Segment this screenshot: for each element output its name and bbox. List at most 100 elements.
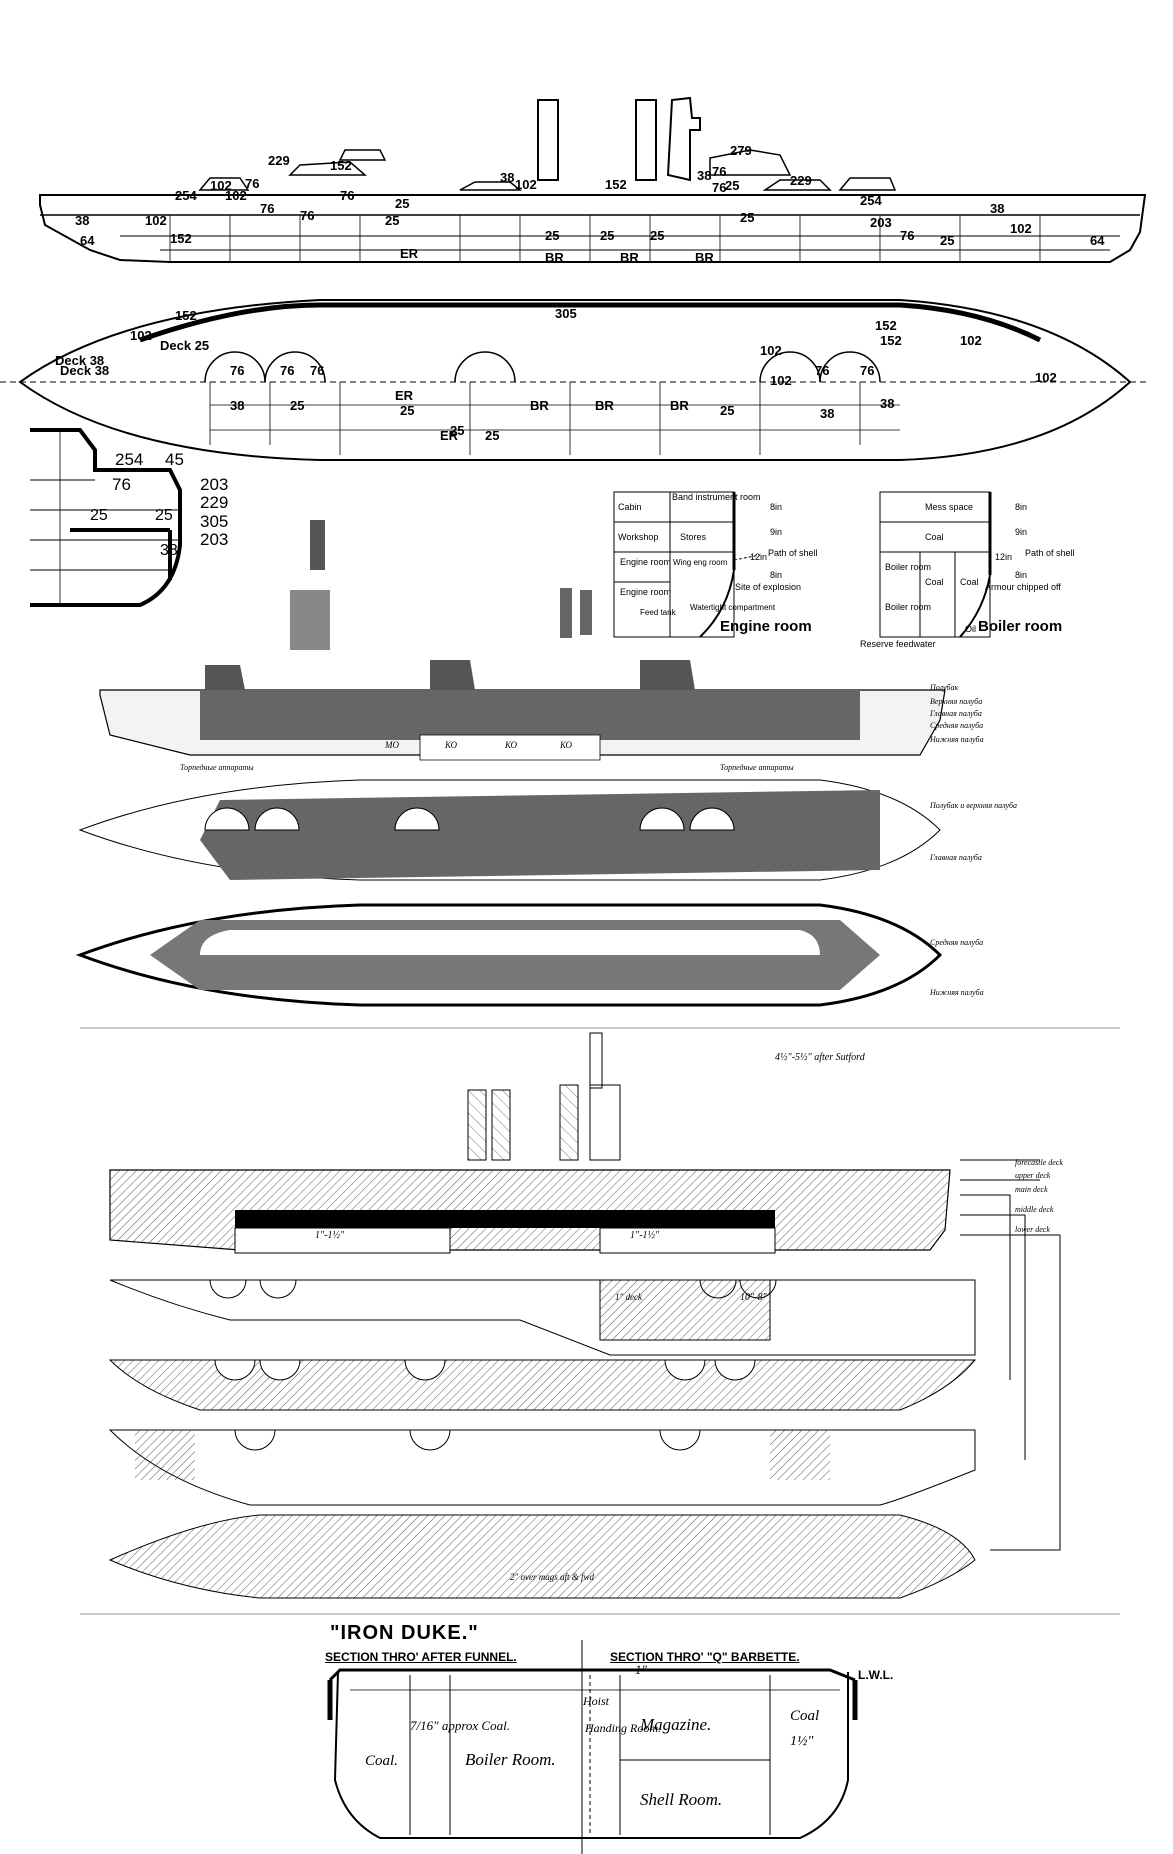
engine-section-label: 8in xyxy=(770,570,782,580)
profile-armour-label: 203 xyxy=(870,215,892,230)
boiler-section-label: Boiler room xyxy=(885,602,931,612)
plan-armour-label: BR xyxy=(530,398,549,413)
plan-armour-label: 76 xyxy=(860,363,874,378)
iron-duke-room-label: Boiler Room. xyxy=(465,1750,556,1769)
engine-section-label: 9in xyxy=(770,527,782,537)
panel1-profile xyxy=(39,96,1147,263)
russian-deck-label: КО xyxy=(559,740,573,750)
engine-room-title: Engine room xyxy=(720,618,812,635)
profile-armour-label: ER xyxy=(400,246,419,261)
panel1-plan xyxy=(0,299,1150,461)
profile-armour-label: 102 xyxy=(225,188,247,203)
engine-section-label: 8in xyxy=(770,502,782,512)
profile-armour-label: 102 xyxy=(1010,221,1032,236)
boiler-section-label: Boiler room xyxy=(885,562,931,572)
profile-armour-label: 152 xyxy=(605,177,627,192)
engine-section-label: Wing eng room xyxy=(673,558,728,567)
boiler-section-label: Coal xyxy=(925,577,944,587)
profile-armour-label: 229 xyxy=(268,153,290,168)
plan-armour-label: BR xyxy=(595,398,614,413)
panel5-leader-lines xyxy=(960,1159,1061,1551)
engine-section-label: Band instrument room xyxy=(672,492,761,502)
plan-armour-label: Deck 25 xyxy=(160,338,209,353)
boiler-section-label: Armour chipped off xyxy=(985,582,1061,592)
profile-armour-label: 25 xyxy=(725,178,739,193)
armour-note-label: 4½"-5½" after Sutford xyxy=(775,1052,866,1063)
profile-armour-label: 38 xyxy=(697,168,711,183)
profile-armour-label: 152 xyxy=(330,158,352,173)
boiler-section-label: Path of shell xyxy=(1025,548,1075,558)
iron-duke-room-label: Coal. xyxy=(365,1753,398,1769)
plan-armour-label: 25 xyxy=(290,398,304,413)
plan-armour-label: BR xyxy=(670,398,689,413)
panel2-cross-section xyxy=(30,428,182,607)
engine-section-label: Feed tank xyxy=(640,608,677,617)
armour-note-label: lower deck xyxy=(1015,1225,1050,1234)
profile-armour-label: 64 xyxy=(1090,233,1105,248)
profile-armour-label: 25 xyxy=(650,228,664,243)
profile-armour-label: 76 xyxy=(300,208,314,223)
boiler-section-label: Oil xyxy=(965,624,976,634)
profile-armour-label: 102 xyxy=(210,178,232,193)
plan-armour-label: 102 xyxy=(760,343,782,358)
russian-deck-label: Торпедные аппараты xyxy=(180,763,254,772)
cross-section-label: 229 xyxy=(200,493,228,512)
top-thickness-label: 1" xyxy=(635,1662,647,1677)
iron-duke-room-label: Coal xyxy=(790,1708,819,1724)
russian-deck-label: Полубак xyxy=(929,683,959,692)
russian-deck-label: Главная палуба xyxy=(929,709,982,718)
cross-section-label: 76 xyxy=(112,475,131,494)
panel5-plans xyxy=(108,1279,977,1599)
plan-armour-label: ER xyxy=(395,388,414,403)
russian-deck-label: Средняя палуба xyxy=(930,721,983,730)
plan-armour-label: 102 xyxy=(770,373,792,388)
profile-armour-label: 76 xyxy=(340,188,354,203)
plan-armour-label: 102 xyxy=(130,328,152,343)
armour-note-label: 1"-1½" xyxy=(630,1230,660,1241)
cross-section-label: 305 xyxy=(200,512,228,531)
plan-armour-label: 76 xyxy=(280,363,294,378)
profile-armour-label: 25 xyxy=(545,228,559,243)
profile-armour-label: BR xyxy=(545,250,564,265)
russian-deck-label: Нижняя палуба xyxy=(929,735,984,744)
lwl-label: L.W.L. xyxy=(858,1668,894,1682)
engine-section-label: Engine room xyxy=(620,557,671,567)
panel4-plan-upper xyxy=(78,779,941,881)
panel6-labels: Coal.7/16" approx Coal.Boiler Room.Hoist… xyxy=(365,1694,819,1809)
armour-note-label: 1" deck xyxy=(615,1292,643,1302)
profile-armour-label: 25 xyxy=(395,196,409,211)
plan-armour-label: 25 xyxy=(720,403,734,418)
panel3-boiler-room-section xyxy=(879,491,992,638)
armour-note-label: 1"-1½" xyxy=(315,1230,345,1241)
profile-armour-label: 38 xyxy=(75,213,89,228)
profile-armour-label: 254 xyxy=(175,188,197,203)
armour-note-label: 10"-8" xyxy=(740,1292,768,1303)
armour-note-label: middle deck xyxy=(1015,1205,1054,1214)
russian-deck-label: Нижняя палуба xyxy=(929,988,984,997)
profile-armour-label: 76 xyxy=(712,164,726,179)
panel3-engine-room-section xyxy=(613,491,761,638)
boiler-section-label: Reserve feedwater xyxy=(860,639,936,649)
iron-duke-title: "IRON DUKE." xyxy=(330,1622,479,1644)
profile-armour-label: 102 xyxy=(145,213,167,228)
armour-note-label: forecastle deck xyxy=(1015,1158,1063,1167)
profile-armour-label: 102 xyxy=(515,177,537,192)
profile-armour-label: 76 xyxy=(712,180,726,195)
boiler-section-label: 12in xyxy=(995,552,1012,562)
profile-armour-label: BR xyxy=(695,250,714,265)
plan-armour-label: 25 xyxy=(450,423,464,438)
iron-duke-room-label: 7/16" approx Coal. xyxy=(410,1718,510,1733)
plan-armour-label: Deck 38 xyxy=(60,363,109,378)
boiler-section-label: Coal xyxy=(960,577,979,587)
engine-section-label: Path of shell xyxy=(768,548,818,558)
engine-section-label: Watertight compartment xyxy=(690,603,776,612)
panel4-profile xyxy=(99,520,946,761)
engine-section-label: 12in xyxy=(750,552,767,562)
russian-deck-label: КО xyxy=(504,740,518,750)
plan-armour-label: 25 xyxy=(400,403,414,418)
engine-section-label: Stores xyxy=(680,532,707,542)
panel5-profile xyxy=(109,1032,951,1254)
